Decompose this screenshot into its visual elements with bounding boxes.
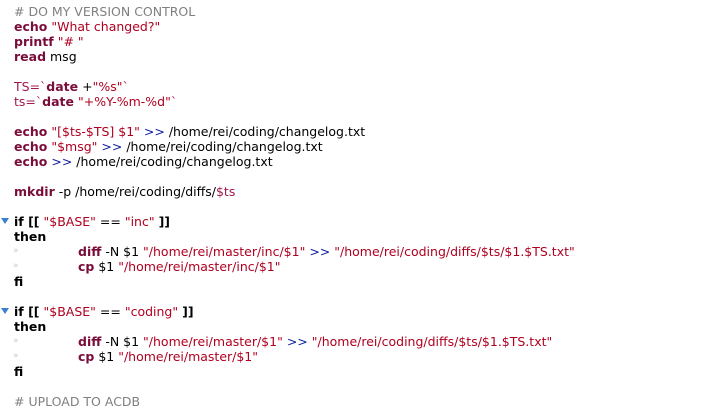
code-token: date — [46, 79, 79, 94]
code-token: -p /home/rei/coding/diffs/ — [54, 184, 216, 199]
code-token: ]] — [182, 304, 194, 319]
code-token: "/home/rei/master/$1" — [143, 334, 283, 349]
code-token: "$BASE" — [43, 304, 96, 319]
code-token: "/home/rei/coding/diffs/$ts/$1.$TS.txt" — [311, 334, 553, 349]
code-token: "+%Y-%m-%d" — [77, 94, 171, 109]
code-token: ` — [170, 94, 178, 109]
code-token: fi — [14, 364, 24, 379]
code-token: then — [14, 229, 47, 244]
code-token: fi — [14, 274, 24, 289]
code-token: "What changed?" — [51, 19, 161, 34]
code-token: >> — [143, 124, 165, 139]
code-token: mkdir — [14, 184, 55, 199]
code-line[interactable]: # DO MY VERSION CONTROL — [14, 4, 195, 19]
code-line[interactable]: echo "What changed?" — [14, 19, 160, 34]
code-token: echo — [14, 124, 48, 139]
code-token: echo — [14, 19, 48, 34]
tab-marker: » — [13, 246, 19, 256]
code-token: printf — [14, 34, 54, 49]
code-token: # DO MY VERSION CONTROL — [14, 4, 196, 19]
code-token: then — [14, 319, 47, 334]
code-token: "$msg" — [51, 139, 98, 154]
code-token: -N $1 — [101, 244, 144, 259]
fold-toggle-icon[interactable] — [1, 218, 9, 224]
code-line[interactable]: if [[ "$BASE" == "coding" ]] — [14, 304, 194, 319]
code-token: /home/rei/coding/changelog.txt — [122, 139, 323, 154]
code-token: >> — [101, 139, 123, 154]
code-line[interactable]: fi — [14, 364, 23, 379]
code-line[interactable]: cp $1 "/home/rei/master/inc/$1" — [78, 259, 281, 274]
code-line[interactable]: diff -N $1 "/home/rei/master/inc/$1" >> … — [78, 244, 575, 259]
code-token: /home/rei/coding/changelog.txt — [164, 124, 366, 139]
code-token: # UPLOAD TO ACDB — [14, 394, 141, 409]
code-token: diff — [78, 244, 102, 259]
code-line[interactable]: printf "# " — [14, 34, 84, 49]
code-token: "/home/rei/master/inc/$1" — [143, 244, 306, 259]
code-token: date — [42, 94, 74, 109]
code-line[interactable]: if [[ "$BASE" == "inc" ]] — [14, 214, 170, 229]
code-token: -N $1 — [101, 334, 144, 349]
code-token: echo — [14, 139, 48, 154]
code-line[interactable]: then — [14, 229, 46, 244]
code-token: $ts — [215, 184, 236, 199]
tab-marker: » — [13, 261, 19, 271]
code-token: read — [14, 49, 47, 64]
code-token: "/home/rei/master/$1" — [118, 349, 259, 364]
code-line[interactable]: echo >> /home/rei/coding/changelog.txt — [14, 154, 273, 169]
code-token: ]] — [158, 214, 171, 229]
tab-marker: » — [13, 351, 19, 361]
code-token: >> — [51, 154, 73, 169]
code-token: $1 — [94, 349, 119, 364]
code-line[interactable]: # UPLOAD TO ACDB — [14, 394, 140, 409]
code-token: "inc" — [124, 214, 155, 229]
code-line[interactable]: read msg — [14, 49, 77, 64]
code-token: "$BASE" — [43, 214, 96, 229]
code-token: "coding" — [124, 304, 179, 319]
code-token: diff — [78, 334, 102, 349]
code-token: == — [95, 304, 125, 319]
code-token: /home/rei/coding/changelog.txt — [72, 154, 273, 169]
code-token: "# " — [57, 34, 84, 49]
code-token: msg — [46, 49, 77, 64]
code-line[interactable]: fi — [14, 274, 23, 289]
code-token: ts=` — [14, 94, 43, 109]
code-token: cp — [78, 349, 95, 364]
code-token: "[$ts-$TS] $1" — [51, 124, 140, 139]
code-line[interactable]: echo "[$ts-$TS] $1" >> /home/rei/coding/… — [14, 124, 365, 139]
code-token: if [[ — [14, 214, 40, 229]
code-token: TS=` — [14, 79, 47, 94]
code-token: "/home/rei/master/inc/$1" — [118, 259, 281, 274]
code-line[interactable]: then — [14, 319, 46, 334]
code-token: if [[ — [14, 304, 40, 319]
code-line[interactable]: diff -N $1 "/home/rei/master/$1" >> "/ho… — [78, 334, 552, 349]
code-token: >> — [286, 334, 308, 349]
code-token: "%s" — [92, 79, 123, 94]
fold-toggle-icon[interactable] — [1, 308, 9, 314]
code-line[interactable]: cp $1 "/home/rei/master/$1" — [78, 349, 258, 364]
code-token: $1 — [94, 259, 119, 274]
code-token: >> — [309, 244, 331, 259]
tab-marker: » — [13, 336, 19, 346]
code-token: + — [78, 79, 93, 94]
code-line[interactable]: ts=`date "+%Y-%m-%d"` — [14, 94, 177, 109]
code-token: == — [95, 214, 125, 229]
code-line[interactable]: TS=`date +"%s"` — [14, 79, 129, 94]
code-token: echo — [14, 154, 48, 169]
code-line[interactable]: mkdir -p /home/rei/coding/diffs/$ts — [14, 184, 235, 199]
code-token: "/home/rei/coding/diffs/$ts/$1.$TS.txt" — [334, 244, 575, 259]
code-token: ` — [122, 79, 129, 94]
code-line[interactable]: echo "$msg" >> /home/rei/coding/changelo… — [14, 139, 323, 154]
code-token: cp — [78, 259, 95, 274]
